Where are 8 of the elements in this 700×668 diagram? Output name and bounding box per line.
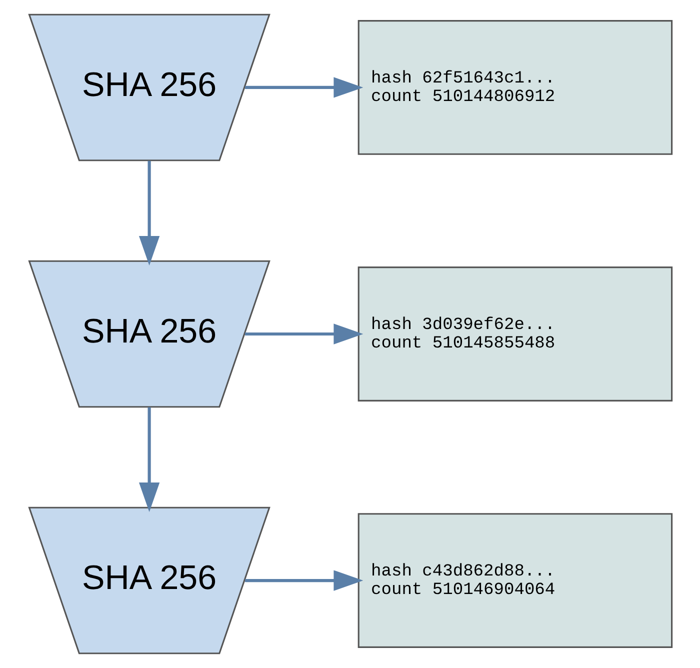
arrow [138,407,160,512]
arrow [244,324,363,344]
arrow [244,570,363,591]
node-box: hash c43d862d88... count 510146904064 [357,513,672,648]
arrow [138,160,160,266]
node-box: hash 62f51643c1... count 510144806912 [357,20,672,155]
node-box: hash 3d039ef62e... count 510145855488 [357,266,672,402]
arrow [244,77,363,98]
